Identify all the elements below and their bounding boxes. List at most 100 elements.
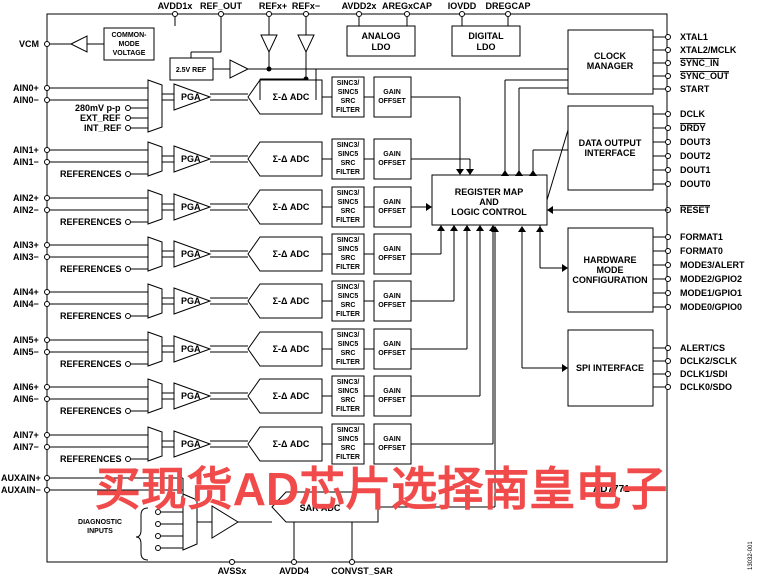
references-label-2: REFERENCES [60,217,122,227]
sigma-delta-label-3: Σ-Δ ADC [273,249,310,259]
register-map-label-2: AND [479,197,499,207]
analog-ldo-block [346,25,416,57]
filter-label-1-0: SINC3/ [337,142,360,149]
references-label-3: REFERENCES [60,264,122,274]
references-label-4: REFERENCES [60,311,122,321]
right-pin-clock-0: XTAL1 [680,32,708,42]
filter-label-3-1: SINC5 [338,246,359,253]
sigma-delta-label-1: Σ-Δ ADC [273,154,310,164]
filter-label-2-2: SRC [341,208,356,215]
right-pin-hw-4: MODE1/GPIO1 [680,288,742,298]
right-pin-data-0: DCLK [680,109,705,119]
offset-label-3: OFFSET [378,255,406,262]
input-mux-0 [147,79,163,133]
input-mux-5 [147,331,163,367]
input-mux-3 [147,236,163,272]
gain-offset-0 [373,76,412,118]
hardware-mode-block [567,227,654,313]
filter-label-7-1: SINC5 [338,436,359,443]
diagnostic-inputs-label-1: DIAGNOSTIC [78,519,122,526]
left-pin-ain3-plus: AIN3+ [13,240,39,250]
right-pin-data-5: DOUT0 [680,179,711,189]
refx-plus-buffer [260,34,278,54]
filter-label-1-2: SRC [341,160,356,167]
filter-label-4-2: SRC [341,302,356,309]
right-pin-data-3: DOUT2 [680,151,711,161]
input-mux-2 [147,189,163,225]
top-pin-avdd2x: AVDD2x [342,1,377,11]
filter-label-5-1: SINC5 [338,341,359,348]
register-map-label-1: REGISTER MAP [455,187,524,197]
pga-label-7: PGA [181,439,201,449]
top-pin-dregcap: DREGCAP [485,1,530,11]
right-pin-data-1: DRDY [680,123,706,133]
right-pin-spi-0: ALERT/CS [680,343,725,353]
gain-label-5: GAIN [383,341,401,348]
filter-label-5-3: FILTER [336,359,360,366]
data-output-interface-block [567,105,654,191]
gain-offset-3 [373,233,412,275]
gain-label-7: GAIN [383,436,401,443]
gain-offset-2 [373,186,412,228]
left-pin-ain4-plus: AIN4+ [13,287,39,297]
register-map-label-3: LOGIC CONTROL [451,207,527,217]
offset-label-4: OFFSET [378,302,406,309]
filter-label-0-0: SINC3/ [337,80,360,87]
hardware-mode-label-3: CONFIGURATION [572,275,647,285]
gain-label-4: GAIN [383,293,401,300]
interconnect [316,68,668,372]
filter-4 [331,280,365,322]
pga-label-6: PGA [181,391,201,401]
right-pin-spi-2: DCLK1/SDI [680,369,728,379]
sigma-delta-label-5: Σ-Δ ADC [273,344,310,354]
left-pin-ain7-minus: AIN7− [13,442,39,452]
right-pin-hw-0: FORMAT1 [680,232,723,242]
gain-offset-5 [373,328,412,370]
right-pin-hw-3: MODE2/GPIO2 [680,274,742,284]
pga-label-2: PGA [181,202,201,212]
sar-input-mux [182,493,198,551]
bottom-pin-convst-sar: CONVST_SAR [331,566,393,576]
filter-label-2-0: SINC3/ [337,190,360,197]
pga-label-5: PGA [181,344,201,354]
ch0-extra-inputs: 280mV p-p EXT_REF INT_REF [75,103,148,133]
filter-label-3-2: SRC [341,255,356,262]
filter-label-2-1: SINC5 [338,199,359,206]
filter-label-0-3: FILTER [336,107,360,114]
left-pin-auxain-minus: AUXAIN− [1,485,41,495]
right-pin-reset: RESET [680,205,711,215]
ch0-input-int-ref: INT_REF [84,123,122,133]
offset-label-1: OFFSET [378,160,406,167]
filter-label-3-3: FILTER [336,264,360,271]
filter-2 [331,186,365,228]
gain-label-6: GAIN [383,388,401,395]
left-pin-ain6-plus: AIN6+ [13,382,39,392]
filter-label-7-3: FILTER [336,454,360,461]
clock-manager-label-2: MANAGER [587,61,634,71]
common-mode-voltage-block [103,27,155,61]
sar-buffer [211,505,239,539]
filter-label-2-3: FILTER [336,217,360,224]
filter-label-1-1: SINC5 [338,151,359,158]
pga-label-0: PGA [181,92,201,102]
offset-label-2: OFFSET [378,208,406,215]
ch0-input-280mv: 280mV p-p [75,103,121,113]
common-mode-label-3: VOLTAGE [113,50,146,57]
digital-ldo-label-1: DIGITAL [468,31,504,41]
left-pin-ain6-minus: AIN6− [13,394,39,404]
top-pin-aregxcap: AREGxCAP [382,1,432,11]
filter-label-4-0: SINC3/ [337,284,360,291]
references-label-7: REFERENCES [60,454,122,464]
pga-5 [173,335,212,363]
filter-label-0-1: SINC5 [338,89,359,96]
watermark-text: 买现货AD芯片选择南皇电子 [95,463,667,515]
filter-label-6-1: SINC5 [338,388,359,395]
filter-label-0-2: SRC [341,98,356,105]
top-pin-ref-out: REF_OUT [200,1,243,11]
right-pins: XTAL1XTAL2/MCLKSYNC_INSYNC_OUTSTARTDCLKD… [653,32,745,392]
left-pin-vcm: VCM [19,39,39,49]
hardware-mode-label-2: MODE [597,265,624,275]
